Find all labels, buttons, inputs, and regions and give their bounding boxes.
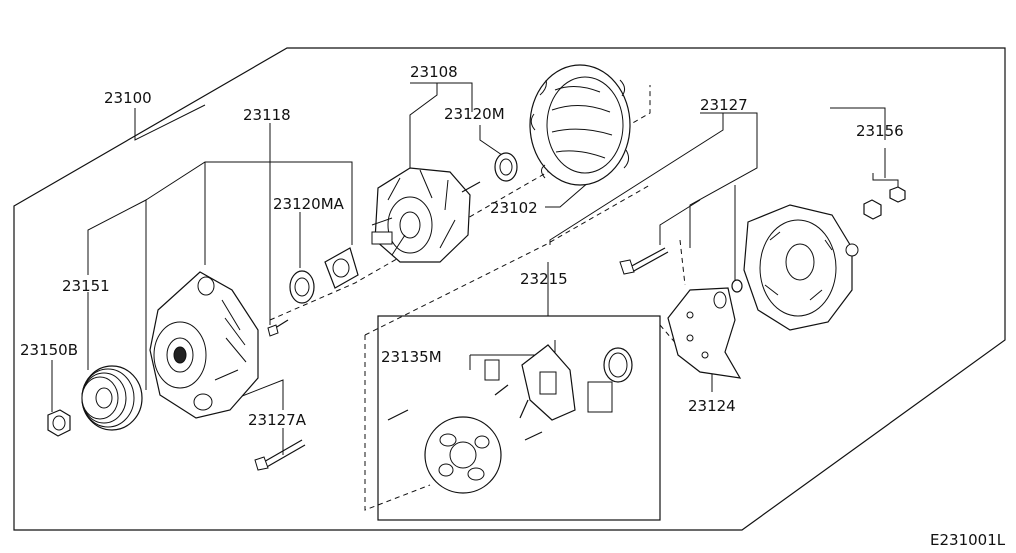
leader-23127-bolt bbox=[659, 199, 701, 245]
label-23151: 23151 bbox=[62, 277, 110, 295]
brush-holder-parts bbox=[387, 344, 633, 494]
label-23120M: 23120M bbox=[444, 105, 505, 123]
label-23215: 23215 bbox=[520, 270, 568, 288]
leader-23118-bracket bbox=[145, 161, 353, 245]
label-23100: 23100 bbox=[104, 89, 152, 107]
washer bbox=[731, 279, 743, 293]
bearing-23120M bbox=[494, 152, 518, 182]
label-23102: 23102 bbox=[490, 199, 538, 217]
label-23118: 23118 bbox=[243, 106, 291, 124]
leader-23127 bbox=[689, 112, 758, 248]
leader-23127A bbox=[231, 379, 284, 410]
rotor-dashed-bracket bbox=[269, 85, 651, 321]
diagram-code: E231001L bbox=[930, 531, 1006, 549]
pulley-23151 bbox=[81, 365, 143, 431]
leader-23156-nuts bbox=[872, 173, 899, 188]
rear-dashed-bracket bbox=[364, 335, 431, 511]
leader-23151 bbox=[87, 199, 147, 390]
rectifier-23124 bbox=[667, 287, 742, 379]
leader-23108-rotor bbox=[409, 83, 438, 180]
bearing-23120MA bbox=[289, 270, 315, 304]
leader-23100 bbox=[134, 104, 206, 141]
bolt-23127A bbox=[254, 439, 306, 471]
leader-23120M bbox=[479, 125, 503, 156]
rear-cover bbox=[743, 204, 859, 331]
rotor-23108 bbox=[371, 167, 481, 263]
stator-23102 bbox=[529, 64, 631, 186]
label-23120MA: 23120MA bbox=[273, 195, 345, 213]
leader-23127-mid bbox=[549, 113, 724, 245]
label-23108: 23108 bbox=[410, 63, 458, 81]
label-23135M: 23135M bbox=[381, 348, 442, 366]
label-23156: 23156 bbox=[856, 122, 904, 140]
label-23127A: 23127A bbox=[248, 411, 307, 429]
label-23127: 23127 bbox=[700, 96, 748, 114]
bearing-retainer bbox=[324, 247, 359, 289]
nut-23156-a bbox=[863, 199, 882, 220]
label-23150B: 23150B bbox=[20, 341, 78, 359]
nut-23156-b bbox=[889, 186, 906, 203]
nut-23150B bbox=[47, 409, 71, 437]
label-23124: 23124 bbox=[688, 397, 736, 415]
screw-23118 bbox=[267, 319, 289, 337]
leader-23108 bbox=[410, 82, 473, 112]
rear-dashed-upper bbox=[364, 184, 651, 336]
brush-holder-box bbox=[377, 315, 661, 521]
through-bolt-23127 bbox=[619, 247, 669, 275]
front-housing bbox=[149, 271, 259, 419]
bolt-dashed bbox=[679, 239, 686, 286]
assembly-frame bbox=[13, 47, 1006, 531]
leader-23156 bbox=[830, 107, 886, 140]
